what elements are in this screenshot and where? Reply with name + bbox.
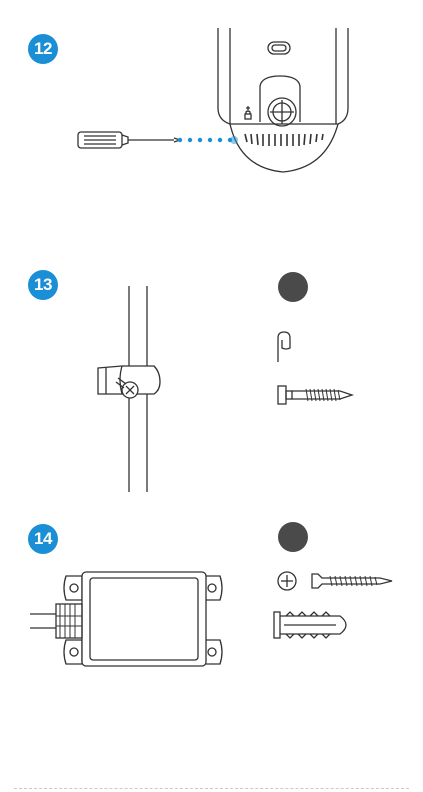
pole-mount-bracket-icon — [92, 286, 172, 496]
junction-box-icon — [30, 568, 230, 678]
wood-screw-icon — [310, 572, 394, 590]
step-12-badge: 12 — [28, 34, 58, 64]
step-12-number: 12 — [34, 39, 52, 59]
phillips-head-icon — [276, 570, 298, 592]
clip-icon — [274, 330, 298, 364]
step-13-number: 13 — [34, 275, 52, 295]
page-bottom-rule — [14, 788, 409, 789]
kit-badge-14 — [278, 522, 308, 552]
screwdriver-icon — [76, 126, 186, 154]
hex-screw-icon — [276, 384, 356, 406]
kit-badge-13 — [278, 272, 308, 302]
camera-bottom-icon — [200, 28, 360, 188]
dotted-guide-line — [176, 134, 236, 146]
step-14-number: 14 — [34, 529, 52, 549]
step-14-badge: 14 — [28, 524, 58, 554]
step-13-badge: 13 — [28, 270, 58, 300]
wall-anchor-icon — [272, 610, 356, 640]
